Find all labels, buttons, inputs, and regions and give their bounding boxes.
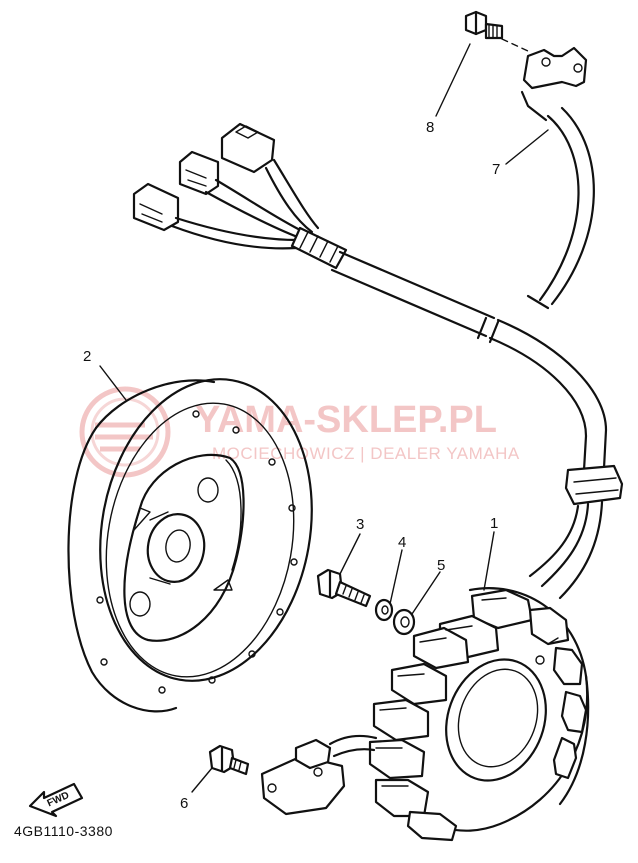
pickup-coil-clamp-icon xyxy=(260,734,378,816)
watermark: YAMA-SKLEP.PL MOCIECHOWICZ | DEALER YAMA… xyxy=(79,386,520,478)
bolt-3-icon xyxy=(316,568,372,608)
washer-4-icon xyxy=(374,598,394,622)
callout-4: 4 xyxy=(398,534,406,551)
callout-8: 8 xyxy=(426,119,434,136)
callout-2: 2 xyxy=(83,348,91,365)
rotor-flywheel-2-icon xyxy=(67,378,313,713)
callout-5: 5 xyxy=(437,557,445,574)
forward-arrow-icon: FWD xyxy=(28,782,84,818)
grommet-icon xyxy=(528,464,624,600)
harness-connectors-icon xyxy=(132,122,608,472)
leader-lines xyxy=(99,43,549,793)
stator-1-icon xyxy=(368,587,590,842)
callout-6: 6 xyxy=(180,795,188,812)
bolt-8-icon xyxy=(464,10,504,40)
callout-1: 1 xyxy=(490,515,498,532)
callout-3: 3 xyxy=(356,516,364,533)
drawing-code: 4GB1110-3380 xyxy=(14,823,113,839)
callout-7: 7 xyxy=(492,161,500,178)
bolt-6-icon xyxy=(208,744,250,776)
washer-5-icon xyxy=(392,608,416,636)
watermark-sub-text: MOCIECHOWICZ | DEALER YAMAHA xyxy=(212,444,520,463)
watermark-main-text: YAMA-SKLEP.PL xyxy=(195,399,497,441)
wire-clamp-7-icon xyxy=(520,46,595,310)
